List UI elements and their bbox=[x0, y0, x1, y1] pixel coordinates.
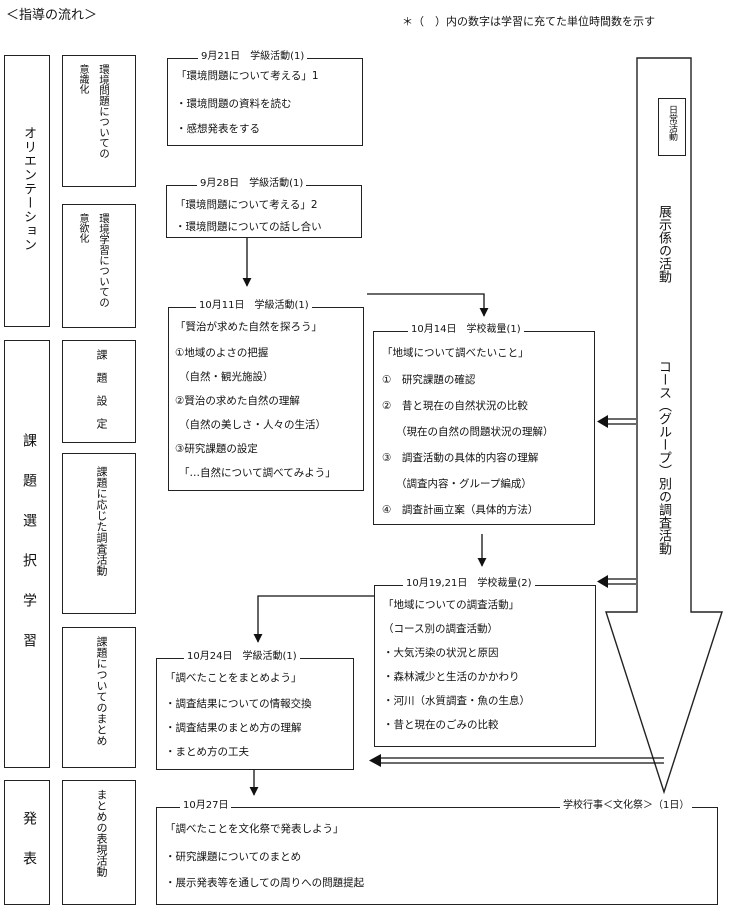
arrow-box5-box6 bbox=[253, 595, 374, 643]
box-header: 10月11日 学級活動(1) bbox=[196, 301, 312, 311]
box-item: （自然の美しさ・人々の生活） bbox=[179, 419, 326, 431]
box-header: 10月14日 学校裁量(1) bbox=[408, 325, 524, 335]
box-title: 「地域について調べたいこと」 bbox=[382, 347, 529, 359]
activity-box-5: 「地域についての調査活動」 （コース別の調査活動） ・大気汚染の状況と原因 ・森… bbox=[374, 585, 596, 747]
activity-box-1: 「環境問題について考える」1 ・環境問題の資料を読む ・感想発表をする bbox=[167, 58, 363, 146]
box-item: ② 昔と現在の自然状況の比較 bbox=[382, 400, 528, 412]
box-header: 10月27日 bbox=[180, 801, 232, 811]
box-title: 「環境問題について考える」2 bbox=[175, 199, 318, 211]
box-header-right: 学校行事＜文化祭＞（1日） bbox=[560, 801, 693, 811]
double-arrow-to-box5 bbox=[597, 575, 636, 588]
box-item: （現在の自然の問題状況の理解） bbox=[396, 426, 554, 438]
box-item: ③ 調査活動の具体的内容の理解 bbox=[382, 452, 539, 464]
box-item: ・環境問題についての話し合い bbox=[175, 221, 322, 233]
box-title: 「調べたことを文化祭で発表しよう」 bbox=[165, 823, 344, 835]
box-item: ①地域のよさの把握 bbox=[175, 347, 269, 359]
big-down-arrow bbox=[605, 57, 723, 795]
box-header: 10月24日 学級活動(1) bbox=[184, 652, 300, 662]
box-item: ・環境問題の資料を読む bbox=[176, 98, 292, 110]
activity-box-7: 「調べたことを文化祭で発表しよう」 ・研究課題についてのまとめ ・展示発表等を通… bbox=[156, 807, 718, 905]
box-item: （コース別の調査活動） bbox=[383, 623, 498, 635]
substep-label: 意欲化 bbox=[77, 213, 88, 243]
box-item: ・森林減少と生活のかかわり bbox=[383, 671, 520, 683]
box-item: ④ 調査計画立案（具体的方法） bbox=[382, 504, 539, 516]
daily-activity-box: 日常活動 bbox=[658, 98, 686, 156]
substep-label: 課題に応じた調査活動 bbox=[95, 466, 108, 576]
box-header: 10月19,21日 学校裁量(2) bbox=[403, 579, 535, 589]
box-item: ③研究課題の設定 bbox=[175, 443, 258, 455]
course-investigation-label: コース（グループ）別の調査活動 bbox=[656, 360, 671, 555]
substep-motivation: 意欲化 環境学習についての bbox=[62, 204, 136, 328]
box-item: ・展示発表等を通しての周りへの問題提起 bbox=[165, 877, 365, 889]
page-title: ＜指導の流れ＞ bbox=[6, 8, 98, 23]
double-arrow-to-box4 bbox=[597, 415, 636, 428]
box-header: 9月21日 学級活動(1) bbox=[198, 52, 308, 62]
substep-summary: 課題についてのまとめ bbox=[62, 627, 136, 768]
box-item: ・大気汚染の状況と原因 bbox=[383, 647, 499, 659]
box-item: （自然・観光施設） bbox=[179, 371, 274, 383]
phase-label: 課題選択学習 bbox=[21, 433, 37, 673]
phase-orientation: オリエンテーション bbox=[4, 55, 50, 327]
phase-presentation: 発表 bbox=[4, 780, 50, 905]
box-item: ・河川（水質調査・魚の生息） bbox=[383, 695, 530, 707]
box-item: ・感想発表をする bbox=[176, 123, 260, 135]
substep-awareness: 意識化 環境問題についての bbox=[62, 55, 136, 187]
activity-box-4: 「地域について調べたいこと」 ① 研究課題の確認 ② 昔と現在の自然状況の比較 … bbox=[373, 331, 595, 525]
box-title: 「地域についての調査活動」 bbox=[383, 599, 520, 611]
substep-label: まとめの表現活動 bbox=[95, 789, 108, 877]
box-header: 9月28日 学級活動(1) bbox=[197, 179, 307, 189]
box-item: ① 研究課題の確認 bbox=[382, 374, 476, 386]
activity-box-2: 「環境問題について考える」2 ・環境問題についての話し合い bbox=[166, 185, 362, 238]
substep-prefix: 環境学習についての bbox=[98, 213, 110, 308]
activity-box-3: 「賢治が求めた自然を探ろう」 ①地域のよさの把握 （自然・観光施設） ②賢治の求… bbox=[168, 307, 364, 491]
arrow-box3-box4 bbox=[367, 293, 489, 317]
phase-selection-study: 課題選択学習 bbox=[4, 340, 50, 768]
substep-expression: まとめの表現活動 bbox=[62, 780, 136, 905]
substep-task-setting: 課題設定 bbox=[62, 340, 136, 443]
substep-prefix: 環境問題についての bbox=[98, 64, 110, 159]
activity-box-6: 「調べたことをまとめよう」 ・調査結果についての情報交換 ・調査結果のまとめ方の… bbox=[156, 658, 354, 770]
substep-label: 課題についてのまとめ bbox=[95, 636, 108, 746]
box-title: 「環境問題について考える」1 bbox=[176, 70, 319, 82]
time-note: ＊（ ）内の数字は学習に充てた単位時間数を示す bbox=[402, 15, 655, 28]
box-item: ・調査結果のまとめ方の理解 bbox=[165, 722, 302, 734]
substep-investigation: 課題に応じた調査活動 bbox=[62, 453, 136, 614]
box-item: ②賢治の求めた自然の理解 bbox=[175, 395, 300, 407]
double-arrow-to-box6 bbox=[369, 754, 664, 767]
box-item: ・昔と現在のごみの比較 bbox=[383, 719, 499, 731]
box-item: ・研究課題についてのまとめ bbox=[165, 851, 302, 863]
exhibit-activity-label: 展示係の活動 bbox=[656, 205, 671, 283]
box-title: 「調べたことをまとめよう」 bbox=[165, 672, 302, 684]
phase-label: オリエンテーション bbox=[21, 126, 36, 252]
substep-label: 課題設定 bbox=[95, 349, 108, 441]
daily-activity-label: 日常活動 bbox=[667, 105, 677, 141]
box-item: 「…自然について調べてみよう」 bbox=[179, 467, 336, 479]
box-item: ・調査結果についての情報交換 bbox=[165, 698, 312, 710]
phase-label: 発表 bbox=[21, 811, 37, 891]
box-item: （調査内容・グループ編成） bbox=[396, 478, 532, 490]
substep-label: 意識化 bbox=[77, 64, 88, 94]
box-title: 「賢治が求めた自然を探ろう」 bbox=[175, 321, 322, 333]
box-item: ・まとめ方の工夫 bbox=[165, 746, 249, 758]
